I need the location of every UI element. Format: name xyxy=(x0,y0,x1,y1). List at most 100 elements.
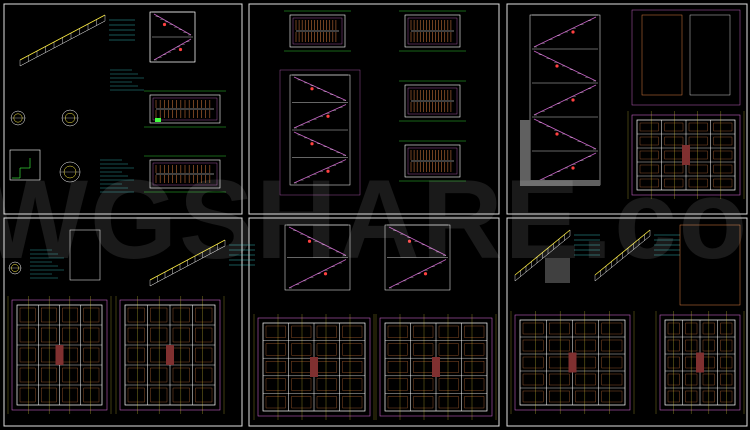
s2-section-frame xyxy=(279,69,361,196)
s4-plan-b-fixture xyxy=(172,367,190,383)
s4-plan-a-fixture xyxy=(41,327,57,343)
s1-plan-b-inner xyxy=(152,162,218,186)
s6-plan-a-core xyxy=(568,352,577,373)
s4-plan-b-fixture xyxy=(127,387,145,403)
s3-plan-fixture xyxy=(713,150,733,160)
s5-plan-a-fixture xyxy=(342,325,363,338)
s1-highlight xyxy=(155,118,161,122)
s4-plan-a-fixture xyxy=(19,327,36,343)
s6-elevation xyxy=(679,224,741,306)
s5-section-a-marker xyxy=(307,239,312,243)
s5-plan-b-boundary xyxy=(379,317,493,417)
s6-plan-a-fixture xyxy=(549,373,570,386)
s4-plan-b-fixture xyxy=(195,367,213,383)
s6-plan-a-fixture xyxy=(601,373,623,386)
s4-plan-b-fixture xyxy=(195,307,213,323)
s3-section-marker xyxy=(571,30,575,34)
s2-section-marker xyxy=(310,142,314,146)
s4-plan-b-fixture xyxy=(195,327,213,343)
s4-plan-b-fixture xyxy=(150,327,168,343)
s5-plan-a-fixture xyxy=(342,378,363,391)
s2-plan-d-outline xyxy=(404,144,461,178)
s3-plan-fixture xyxy=(688,136,708,146)
s5-plan-b-fixture xyxy=(387,325,408,338)
s5-plan-b-fixture xyxy=(464,396,485,409)
s6-plan-a-fixture xyxy=(575,390,596,403)
s6-plan-a-fixture xyxy=(522,373,544,386)
s3-plan-fixture xyxy=(639,150,659,160)
s2-section-marker xyxy=(326,169,330,173)
s4-plan-b-fixture xyxy=(172,307,190,323)
s5-plan-b-fixture xyxy=(413,396,434,409)
s3-door xyxy=(641,14,683,96)
s6-plan-a-fixture xyxy=(522,356,544,369)
s5-plan-a-fixture xyxy=(265,378,286,391)
s6-plan-b-fixture xyxy=(667,322,680,335)
s5-plan-b-fixture xyxy=(413,343,434,356)
s3-plan-fixture xyxy=(688,164,708,174)
s4-plan-b-core xyxy=(166,345,174,365)
s4-plan-a-fixture xyxy=(83,367,100,383)
s3-plan-core xyxy=(682,145,690,165)
s3-plan-fixture xyxy=(713,164,733,174)
s6-plan-a-boundary xyxy=(514,314,631,411)
s6-plan-a-fixture xyxy=(601,339,623,352)
s4-plan-b-fixture xyxy=(127,367,145,383)
watermark-text: DWGSHARE.com xyxy=(0,157,750,282)
sheet-1-frame xyxy=(3,3,243,215)
s6-plan-b-fixture xyxy=(667,339,680,352)
s6-plan-a-fixture xyxy=(522,322,544,335)
s3-plan-fixture xyxy=(713,136,733,146)
s5-section-b-marker xyxy=(407,239,412,243)
s4-plan-a-fixture xyxy=(19,307,36,323)
s3-wall xyxy=(520,120,530,185)
s4-plan-a-boundary xyxy=(11,299,108,411)
s6-plan-a-fixture xyxy=(601,322,623,335)
s5-plan-a-fixture xyxy=(291,396,312,409)
s4-plan-a-fixture xyxy=(19,347,36,363)
s3-plan-fixture xyxy=(639,164,659,174)
s2-plan-b-outline xyxy=(404,14,461,48)
s4-plan-a-fixture xyxy=(83,327,100,343)
s4-plan-a-fixture xyxy=(19,367,36,383)
s5-plan-b-fixture xyxy=(464,361,485,373)
s2-plan-a-outline xyxy=(289,14,346,48)
s4-column xyxy=(69,229,101,281)
s3-section-marker xyxy=(571,98,575,102)
s3-plan-fixture xyxy=(664,164,684,174)
s5-plan-b-fixture xyxy=(464,343,485,356)
s4-plan-a-fixture xyxy=(83,387,100,403)
s1-plan-a-inner xyxy=(152,97,218,121)
s3-plan-boundary xyxy=(631,114,741,196)
s5-plan-a-fixture xyxy=(316,343,337,356)
s5-plan-a-fixture xyxy=(342,361,363,373)
s5-plan-a-fixture xyxy=(291,378,312,391)
s5-plan-a-fixture xyxy=(316,325,337,338)
s6-plan-a-fixture xyxy=(601,390,623,403)
s4-plan-b-fixture xyxy=(150,367,168,383)
s5-plan-a-fixture xyxy=(265,361,286,373)
s6-plan-a-fixture xyxy=(522,390,544,403)
s5-plan-a-fixture xyxy=(316,396,337,409)
s4-plan-b-fixture xyxy=(195,347,213,363)
s4-plan-b-fixture xyxy=(127,327,145,343)
s6-plan-b-fixture xyxy=(720,339,733,352)
s2-plan-c-outline xyxy=(404,84,461,118)
s4-plan-a-fixture xyxy=(83,347,100,363)
s3-plan-fixture xyxy=(639,136,659,146)
s3-window xyxy=(689,14,731,96)
s6-plan-b-fixture xyxy=(720,373,733,386)
s5-plan-b-fixture xyxy=(413,378,434,391)
s6-plan-b-core xyxy=(696,352,704,373)
s6-plan-b-fixture xyxy=(720,322,733,335)
s5-plan-a-fixture xyxy=(291,325,312,338)
s4-plan-a-core xyxy=(55,345,64,365)
s6-plan-a-fixture xyxy=(549,339,570,352)
s3-plan-fixture xyxy=(664,178,684,188)
s3-plan-fixture xyxy=(664,136,684,146)
s6-plan-a-fixture xyxy=(549,390,570,403)
s4-plan-b-fixture xyxy=(150,307,168,323)
s3-section-marker xyxy=(555,132,559,136)
s4-plan-b-fixture xyxy=(195,387,213,403)
s1-step-detail xyxy=(9,149,41,181)
